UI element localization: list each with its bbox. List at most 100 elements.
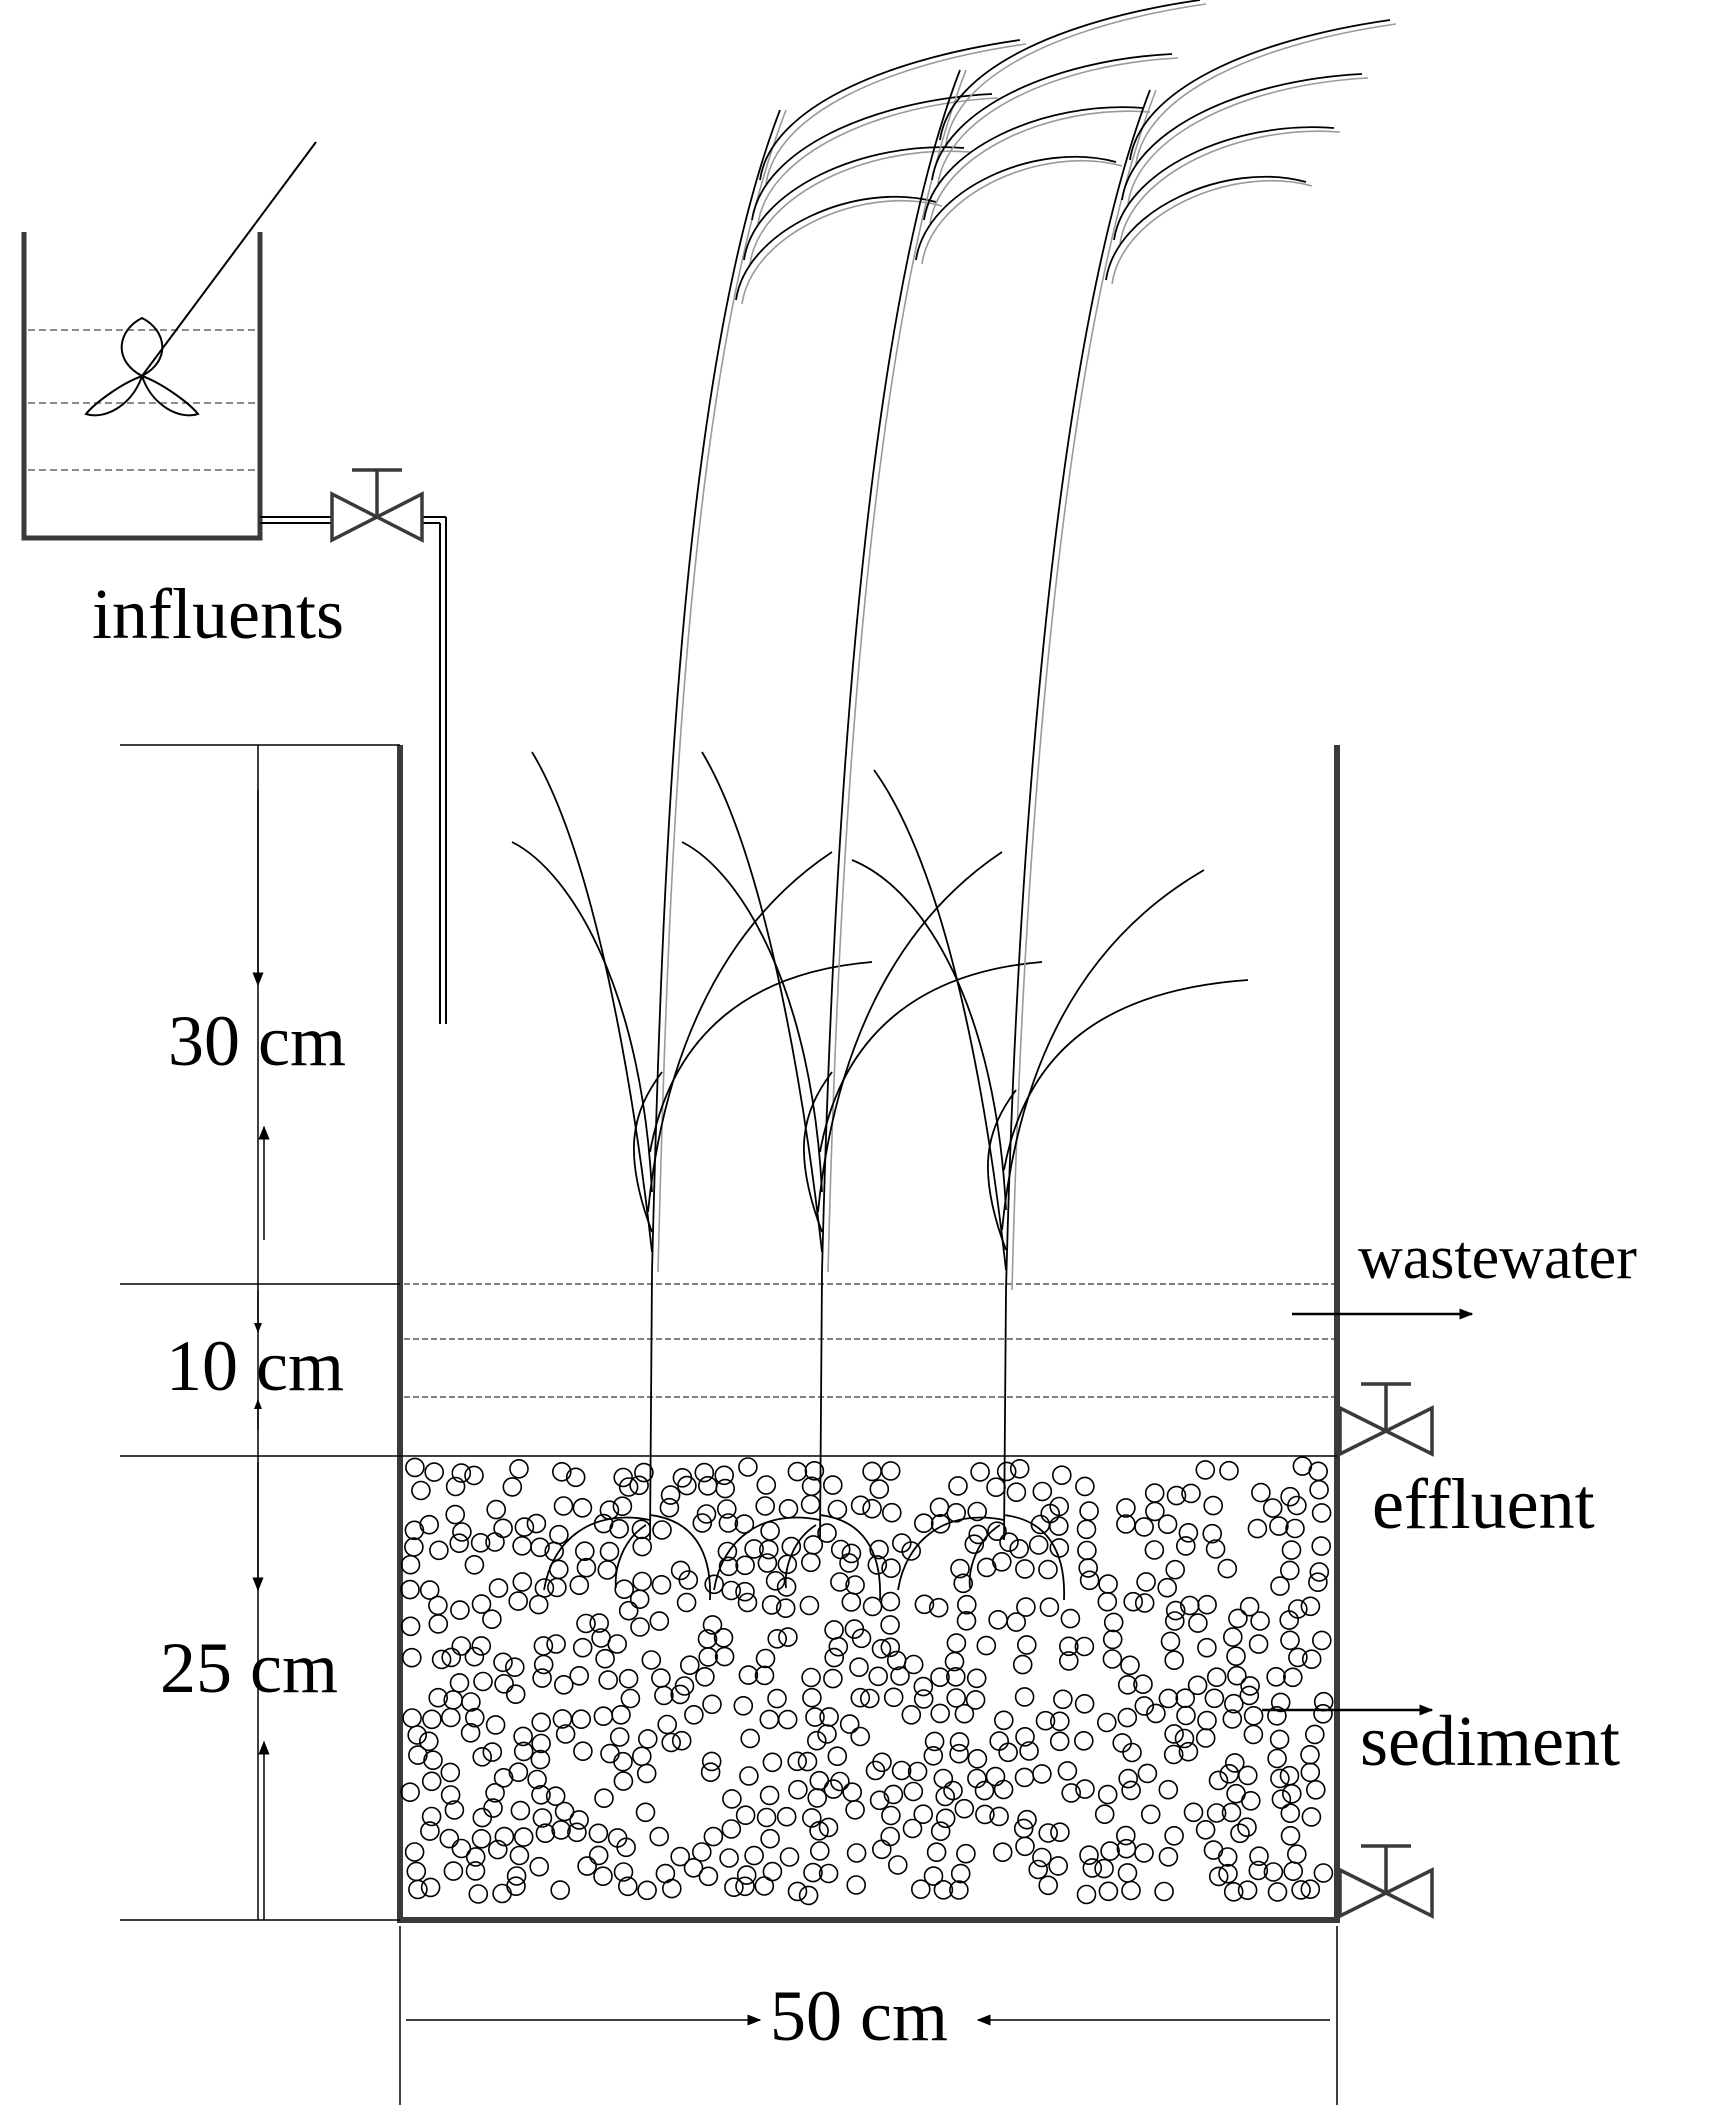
gravel-particle: [998, 1742, 1018, 1763]
gravel-particle: [1075, 1476, 1095, 1497]
gravel-particle: [1157, 1577, 1177, 1598]
gravel-particle: [465, 1847, 486, 1867]
gravel-particle: [1079, 1501, 1099, 1521]
gravel-particle: [428, 1595, 448, 1616]
reed-stroke: [945, 3, 1207, 145]
gravel-particle: [441, 1647, 462, 1668]
gravel-particle: [976, 1635, 997, 1656]
gravel-particle: [828, 1636, 849, 1657]
gravel-particle: [809, 1841, 830, 1861]
gravel-particle: [464, 1465, 484, 1486]
gravel-particle: [571, 1709, 592, 1729]
gravel-particle: [760, 1521, 780, 1541]
gravel-particle: [1282, 1784, 1302, 1804]
gravel-particle: [1226, 1646, 1246, 1666]
gravel-particle: [404, 1537, 424, 1557]
outlet-arrows: [1262, 1308, 1474, 1716]
reed-stroke: [939, 0, 1201, 141]
wastewater-label: wastewater: [1358, 1224, 1637, 1292]
gravel-particle: [613, 1467, 634, 1488]
gravel-particle: [953, 1573, 974, 1594]
gravel-particle: [1175, 1688, 1195, 1708]
gravel-particle: [1028, 1535, 1049, 1555]
gravel-particle: [1057, 1761, 1078, 1781]
gravel-particle: [1197, 1710, 1217, 1731]
gravel-particle: [452, 1522, 472, 1542]
gravel-particle: [1014, 1767, 1035, 1788]
gravel-particle: [670, 1846, 691, 1867]
gravel-particle: [1309, 1562, 1330, 1582]
reed-stroke: [681, 841, 823, 1193]
gravel-particle: [1015, 1559, 1035, 1579]
reed-stroke: [897, 1516, 1005, 1591]
gravel-particle: [418, 1731, 439, 1752]
gravel-particle: [903, 1781, 924, 1802]
reed-stroke: [649, 1514, 711, 1601]
gravel-particle: [597, 1560, 618, 1580]
gravel-particle: [1266, 1667, 1286, 1687]
gravel-particle: [598, 1670, 619, 1690]
gravel-particle: [1205, 1539, 1226, 1559]
gravel-particle: [880, 1461, 901, 1481]
gravel-particle: [765, 1571, 786, 1591]
gravel-particle: [880, 1615, 900, 1635]
gravel-particle: [617, 1876, 638, 1897]
gravel-particle: [594, 1788, 614, 1808]
reed-stroke: [873, 769, 1007, 1271]
dimension-25cm-label: 25 cm: [160, 1628, 338, 1708]
gravel-particle: [949, 1732, 970, 1752]
gravel-particle: [611, 1705, 631, 1725]
gravel-particle: [1094, 1858, 1114, 1879]
gravel-particle: [975, 1804, 995, 1825]
gravel-particle: [1197, 1637, 1217, 1658]
reed-stroke: [759, 39, 1021, 181]
gravel-particle: [493, 1768, 514, 1788]
gravel-particle: [871, 1839, 892, 1860]
gravel-particle: [1079, 1570, 1100, 1591]
reed-stroke: [649, 1271, 653, 1541]
gravel-particle: [599, 1541, 620, 1562]
gravel-particle: [506, 1866, 527, 1886]
gravel-particle: [797, 1751, 818, 1772]
gravel-particle: [805, 1707, 825, 1727]
gravel-particle: [659, 1497, 680, 1518]
gravel-particle: [652, 1520, 672, 1540]
gravel-particle: [956, 1843, 976, 1864]
gravel-particle: [1121, 1880, 1141, 1901]
gravel-particle: [660, 1485, 681, 1505]
gravel-particle: [914, 1594, 935, 1615]
gravel-particle: [1251, 1482, 1271, 1503]
gravel-particle: [661, 1878, 682, 1899]
gravel-particle: [846, 1875, 867, 1895]
gravel-particle: [1291, 1880, 1311, 1900]
gravel-particle: [485, 1783, 505, 1803]
gravel-particle: [473, 1671, 493, 1692]
gravel-particle: [1239, 1596, 1260, 1617]
reed-stroke: [614, 1524, 647, 1589]
gravel-particle: [755, 1648, 776, 1669]
gravel-particle: [1116, 1498, 1136, 1518]
gravel-particle: [1012, 1654, 1033, 1675]
gravel-particle: [1248, 1860, 1269, 1881]
gravel-particle: [944, 1651, 965, 1672]
gravel-particle: [1164, 1826, 1184, 1846]
reed-stroke: [749, 150, 971, 265]
gravel-particle: [1267, 1882, 1288, 1902]
gravel-particle: [1134, 1843, 1154, 1863]
gravel-particle: [880, 1637, 901, 1658]
reed-stroke: [701, 751, 823, 1253]
gravel-particle: [419, 1514, 440, 1535]
gravel-particle: [449, 1533, 470, 1553]
gravel-particle: [569, 1575, 590, 1595]
gravel-particle: [1048, 1856, 1068, 1876]
gravel-particle: [1074, 1694, 1095, 1714]
reed-stroke: [968, 1524, 1001, 1589]
gravel-particle: [1269, 1516, 1289, 1536]
gravel-particle: [817, 1724, 837, 1744]
gravel-particle: [494, 1826, 515, 1847]
gravel-particle: [803, 1862, 823, 1883]
dimension-10cm-label: 10 cm: [166, 1326, 344, 1406]
gravel-particle: [572, 1637, 593, 1658]
gravel-particle: [946, 1688, 967, 1708]
gravel-particle: [460, 1723, 481, 1743]
